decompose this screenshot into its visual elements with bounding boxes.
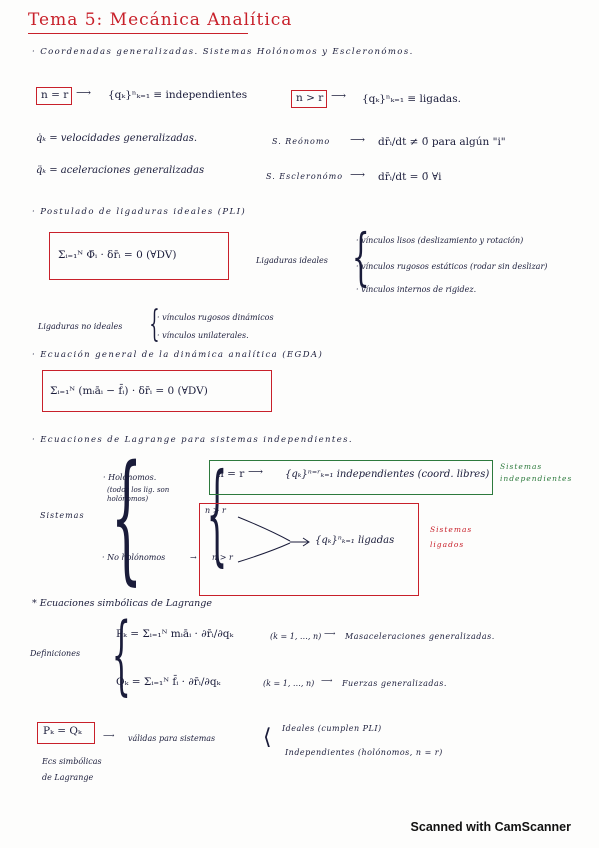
arrow-icon: ⟶ (350, 169, 366, 181)
no-holonomos-label: · No holónomos (102, 553, 166, 562)
brace-icon: { (110, 436, 143, 599)
section-lagrange: · Ecuaciones de Lagrange para sistemas i… (32, 435, 353, 445)
pli-box (49, 232, 229, 280)
arrow-icon: ⟶ (76, 87, 92, 99)
arrow-icon: ⟶ (324, 629, 336, 638)
section-egda: · Ecuación general de la dinámica analít… (32, 350, 324, 360)
definiciones-label: Definiciones (30, 649, 81, 658)
arrow-icon: ⟶ (350, 134, 366, 146)
velocidades-generalizadas: q̇ₖ = velocidades generalizadas. (36, 133, 198, 144)
n-eq-r-label: n = r (41, 89, 69, 101)
egda-equation: Σᵢ₌₁ᴺ (mᵢāᵢ − f̄ᵢ) · δr̄ᵢ = 0 (∀DV) (50, 385, 208, 397)
escleronomo-label: S. Escleronómo (266, 172, 344, 181)
note-ecs-simbolicas: Ecs simbólicas (42, 757, 102, 766)
sistemas-independientes: Sistemas independientes (500, 462, 573, 483)
brace-icon: { (111, 605, 131, 705)
n-gt-r-label-2: n > r (212, 553, 233, 562)
brace-icon: { (351, 220, 370, 293)
ligaduras-no-ideales-label: Ligaduras no ideales (38, 322, 123, 331)
pk-equation: Pₖ = Σᵢ₌₁ᴺ mᵢāᵢ · ∂r̄ᵢ/∂qₖ (116, 628, 234, 640)
opt-independientes: Independientes (holónomos, n = r) (285, 748, 443, 757)
arrow-icon: ⟶ (103, 731, 115, 740)
section-simbolicas: * Ecuaciones simbólicas de Lagrange (32, 598, 213, 609)
indep-box (209, 460, 493, 495)
title-underline (28, 33, 248, 34)
fuerzas-generalizadas: Fuerzas generalizadas. (342, 679, 447, 688)
ideal-item-1: · vínculos lisos (deslizamiento y rotaci… (356, 236, 524, 245)
pli-equation: Σᵢ₌₁ᴺ Φ̄ᵢ · δr̄ᵢ = 0 (∀DV) (58, 249, 177, 261)
reonomo-label: S. Reónomo (272, 137, 331, 146)
box-n-eq-r (36, 87, 72, 105)
pk-range: (k = 1, …, n) (270, 632, 322, 641)
pk-eq-qk: Pₖ = Qₖ (43, 725, 82, 737)
ligadas-coords-2: {qₖ}ⁿₖ₌₁ ligadas (315, 535, 395, 546)
ligados-box (199, 503, 419, 596)
page-title: Tema 5: Mecánica Analítica (28, 10, 293, 30)
section-coordenadas: · Coordenadas generalizadas. Sistemas Ho… (32, 47, 414, 57)
sistemas-ligados: Sistemas ligados (430, 525, 473, 549)
arrow-icon: ⟶ (321, 676, 333, 685)
indep-coords-libres: {qₖ}ⁿ⁼ʳₖ₌₁ independientes (coord. libres… (285, 469, 490, 480)
arrow-icon: ⟶ (331, 90, 347, 102)
ideal-item-2: · vínculos rugosos estáticos (rodar sin … (356, 262, 548, 271)
ligadas-coords: {qₖ}ⁿₖ₌₁ ≡ ligadas. (362, 93, 461, 105)
qk-range: (k = 1, …, n) (263, 679, 315, 688)
noideal-item-2: · vínculos unilaterales. (157, 331, 249, 340)
noideal-item-1: · vínculos rugosos dinámicos (157, 313, 274, 322)
box-n-gt-r (291, 90, 327, 108)
opt-ideales: Ideales (cumplen PLI) (282, 724, 382, 733)
section-pli: · Postulado de ligaduras ideales (PLI) (32, 207, 247, 217)
holonomos-note: (todos los lig. son holónomos) (107, 486, 170, 503)
n-gt-r-label: n > r (296, 92, 324, 104)
brace-icon: { (149, 304, 160, 345)
indep-coords: {qₖ}ⁿₖ₌₁ ≡ independientes (108, 89, 248, 101)
qk-equation: Qₖ = Σᵢ₌₁ᴺ f̄ᵢ · ∂r̄ᵢ/∂qₖ (116, 676, 221, 688)
arrow-icon: ⟶ (248, 466, 264, 478)
angle-bracket-icon: ⟨ (263, 725, 272, 750)
n-gt-r-label: n > r (205, 506, 226, 515)
validas-para-sistemas: válidas para sistemas (128, 734, 216, 743)
note-de-lagrange: de Lagrange (42, 773, 94, 782)
sistemas-label: Sistemas (40, 511, 85, 520)
scanner-watermark: Scanned with CamScanner (410, 820, 571, 834)
brace-icon: { (206, 449, 228, 577)
ideal-item-3: · vínculos internos de rigidez. (356, 285, 477, 294)
egda-box (42, 370, 272, 412)
arrow-icon: → (190, 553, 197, 562)
n-eq-r-label: n = r (217, 468, 245, 480)
pk-qk-box (37, 722, 95, 744)
escleronomo-eq: dr̄ᵢ/dt = 0̄ ∀i (378, 171, 442, 183)
ligaduras-ideales-label: Ligaduras ideales (256, 256, 328, 265)
reonomo-eq: dr̄ᵢ/dt ≠ 0̄ para algún "i" (378, 136, 506, 148)
masaceleraciones-generalizadas: Masaceleraciones generalizadas. (345, 632, 495, 641)
holonomos-label: · Holónomos. (103, 473, 157, 482)
aceleraciones-generalizadas: q̈ₖ = aceleraciones generalizadas (36, 165, 205, 176)
